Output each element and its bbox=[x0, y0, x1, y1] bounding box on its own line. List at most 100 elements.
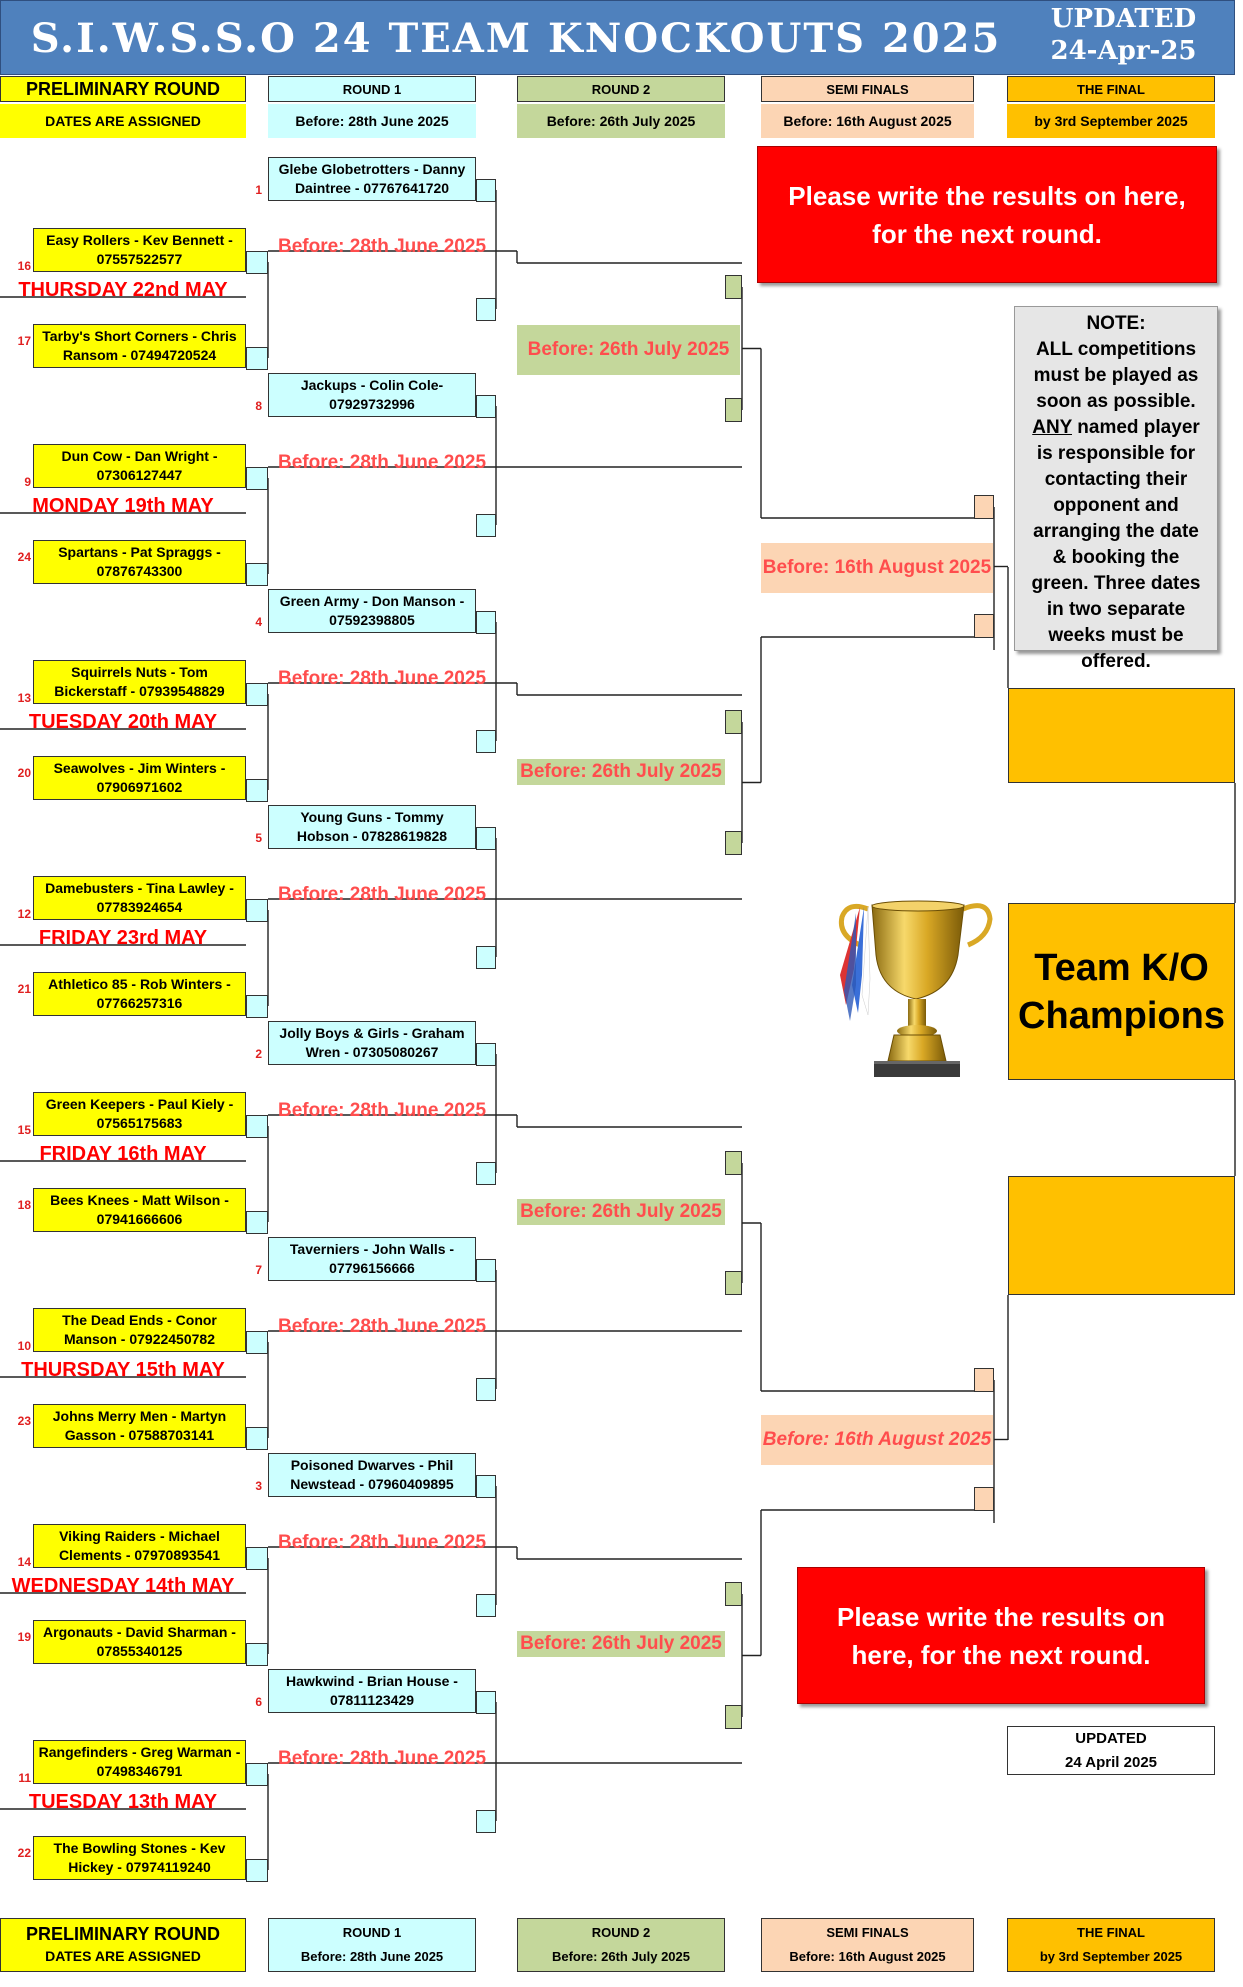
round2-result-slot[interactable] bbox=[725, 275, 742, 299]
finalist-box[interactable] bbox=[1008, 688, 1235, 783]
round1-result-slot[interactable] bbox=[476, 1043, 496, 1066]
preliminary-result-slot[interactable] bbox=[246, 251, 268, 274]
round1-date: Before: 28th June 2025 bbox=[277, 236, 487, 257]
round1-result-slot[interactable] bbox=[476, 514, 496, 537]
round1-result-slot[interactable] bbox=[476, 827, 496, 850]
preliminary-result-slot[interactable] bbox=[246, 1331, 268, 1354]
round1-result-slot[interactable] bbox=[476, 1259, 496, 1282]
footer-semis-title: SEMI FINALS bbox=[826, 1925, 909, 1940]
champions-box[interactable]: Team K/O Champions bbox=[1008, 903, 1235, 1080]
preliminary-result-slot[interactable] bbox=[246, 995, 268, 1018]
round2-result-slot[interactable] bbox=[725, 710, 742, 734]
bye-team: Hawkwind - Brian House - 07811123429 bbox=[268, 1669, 476, 1713]
header-round1: ROUND 1 bbox=[268, 76, 476, 102]
seed-number: 5 bbox=[255, 831, 262, 845]
preliminary-result-slot[interactable] bbox=[246, 1115, 268, 1138]
header-preliminary: PRELIMINARY ROUND bbox=[0, 76, 246, 102]
preliminary-result-slot[interactable] bbox=[246, 1763, 268, 1786]
semi-result-slot[interactable] bbox=[974, 614, 994, 638]
footer-round2-sub: Before: 26th July 2025 bbox=[551, 1949, 690, 1964]
header-semis: SEMI FINALS bbox=[761, 76, 974, 102]
updated-box-date: 24 April 2025 bbox=[1065, 1754, 1157, 1771]
preliminary-result-slot[interactable] bbox=[246, 1427, 268, 1450]
round1-result-slot[interactable] bbox=[476, 179, 496, 202]
preliminary-result-slot[interactable] bbox=[246, 1211, 268, 1234]
round1-result-slot[interactable] bbox=[476, 1475, 496, 1498]
preliminary-team: Spartans - Pat Spraggs - 07876743300 bbox=[33, 540, 246, 584]
round1-result-slot[interactable] bbox=[476, 1594, 496, 1617]
seed-number: 6 bbox=[255, 1695, 262, 1709]
match-day: TUESDAY 20th MAY bbox=[28, 710, 218, 733]
preliminary-result-slot[interactable] bbox=[246, 1859, 268, 1882]
preliminary-team: Dun Cow - Dan Wright - 07306127447 bbox=[33, 444, 246, 488]
footer-semis-sub: Before: 16th August 2025 bbox=[789, 1949, 946, 1964]
round1-result-slot[interactable] bbox=[476, 1810, 496, 1833]
bye-team: Taverniers - John Walls - 07796156666 bbox=[268, 1237, 476, 1281]
results-note-top: Please write the results on here, for th… bbox=[757, 146, 1217, 283]
updated-box-label: UPDATED bbox=[1075, 1730, 1147, 1747]
preliminary-result-slot[interactable] bbox=[246, 1643, 268, 1666]
round1-result-slot[interactable] bbox=[476, 611, 496, 634]
updated-date: 24-Apr-25 bbox=[1050, 36, 1197, 66]
footer-final-title: THE FINAL bbox=[1077, 1925, 1145, 1940]
round2-date: Before: 26th July 2025 bbox=[517, 1199, 725, 1225]
seed-number: 4 bbox=[255, 615, 262, 629]
finalist-box[interactable] bbox=[1008, 1176, 1235, 1295]
results-note-text: Please write the results on here, for th… bbox=[836, 1601, 1165, 1670]
bye-team: Poisoned Dwarves - Phil Newstead - 07960… bbox=[268, 1453, 476, 1497]
semi-result-slot[interactable] bbox=[974, 495, 994, 519]
preliminary-result-slot[interactable] bbox=[246, 467, 268, 490]
match-day: TUESDAY 13th MAY bbox=[28, 1790, 218, 1813]
title-banner: S.I.W.S.S.O 24 TEAM KNOCKOUTS 2025 UPDAT… bbox=[0, 0, 1235, 75]
round1-result-slot[interactable] bbox=[476, 395, 496, 418]
bye-team: Green Army - Don Manson - 07592398805 bbox=[268, 589, 476, 633]
preliminary-result-slot[interactable] bbox=[246, 563, 268, 586]
footer-semis: SEMI FINALS Before: 16th August 2025 bbox=[761, 1918, 974, 1972]
champions-label: Team K/O Champions bbox=[1018, 946, 1225, 1037]
seed-number: 14 bbox=[17, 1555, 31, 1569]
round2-result-slot[interactable] bbox=[725, 1582, 742, 1606]
match-day: MONDAY 19th MAY bbox=[32, 494, 214, 517]
seed-number: 11 bbox=[18, 1771, 31, 1785]
preliminary-team: Damebusters - Tina Lawley - 07783924654 bbox=[33, 876, 246, 920]
round1-result-slot[interactable] bbox=[476, 1691, 496, 1714]
round1-result-slot[interactable] bbox=[476, 946, 496, 969]
rules-note: NOTE: ALL competitions must be played as… bbox=[1014, 306, 1218, 672]
preliminary-result-slot[interactable] bbox=[246, 347, 268, 370]
preliminary-result-slot[interactable] bbox=[246, 899, 268, 922]
semi-result-slot[interactable] bbox=[974, 1368, 994, 1392]
preliminary-team: Bees Knees - Matt Wilson - 07941666606 bbox=[33, 1188, 246, 1232]
round1-result-slot[interactable] bbox=[476, 298, 496, 321]
seed-number: 12 bbox=[17, 907, 31, 921]
footer-final-sub: by 3rd September 2025 bbox=[1039, 1949, 1183, 1964]
preliminary-result-slot[interactable] bbox=[246, 1547, 268, 1570]
seed-number: 24 bbox=[17, 550, 31, 564]
match-day: THURSDAY 15th MAY bbox=[21, 1358, 225, 1381]
round2-result-slot[interactable] bbox=[725, 398, 742, 422]
note-text: ALL competitions must be played as soon … bbox=[1033, 339, 1199, 412]
seed-number: 3 bbox=[255, 1479, 262, 1493]
round2-result-slot[interactable] bbox=[725, 1271, 742, 1295]
seed-number: 18 bbox=[17, 1198, 31, 1212]
round2-result-slot[interactable] bbox=[725, 1151, 742, 1175]
preliminary-team: Argonauts - David Sharman - 07855340125 bbox=[33, 1620, 246, 1664]
round1-result-slot[interactable] bbox=[476, 1378, 496, 1401]
bye-team: Jackups - Colin Cole- 07929732996 bbox=[268, 373, 476, 417]
round1-date: Before: 28th June 2025 bbox=[277, 884, 487, 905]
round1-date: Before: 28th June 2025 bbox=[277, 668, 487, 689]
seed-number: 8 bbox=[255, 399, 262, 413]
round2-result-slot[interactable] bbox=[725, 831, 742, 855]
semi-result-slot[interactable] bbox=[974, 1487, 994, 1511]
footer-round1-title: ROUND 1 bbox=[342, 1925, 402, 1940]
results-note-text: Please write the results on here, for th… bbox=[788, 180, 1186, 249]
round1-result-slot[interactable] bbox=[476, 1162, 496, 1185]
updated-label: UPDATED bbox=[1050, 4, 1197, 34]
note-body: ALL competitions must be played as soon … bbox=[1025, 337, 1207, 675]
round2-result-slot[interactable] bbox=[725, 1705, 742, 1729]
round1-result-slot[interactable] bbox=[476, 730, 496, 753]
preliminary-result-slot[interactable] bbox=[246, 779, 268, 802]
preliminary-team: Viking Raiders - Michael Clements - 0797… bbox=[33, 1524, 246, 1568]
preliminary-result-slot[interactable] bbox=[246, 683, 268, 706]
seed-number: 10 bbox=[17, 1339, 31, 1353]
